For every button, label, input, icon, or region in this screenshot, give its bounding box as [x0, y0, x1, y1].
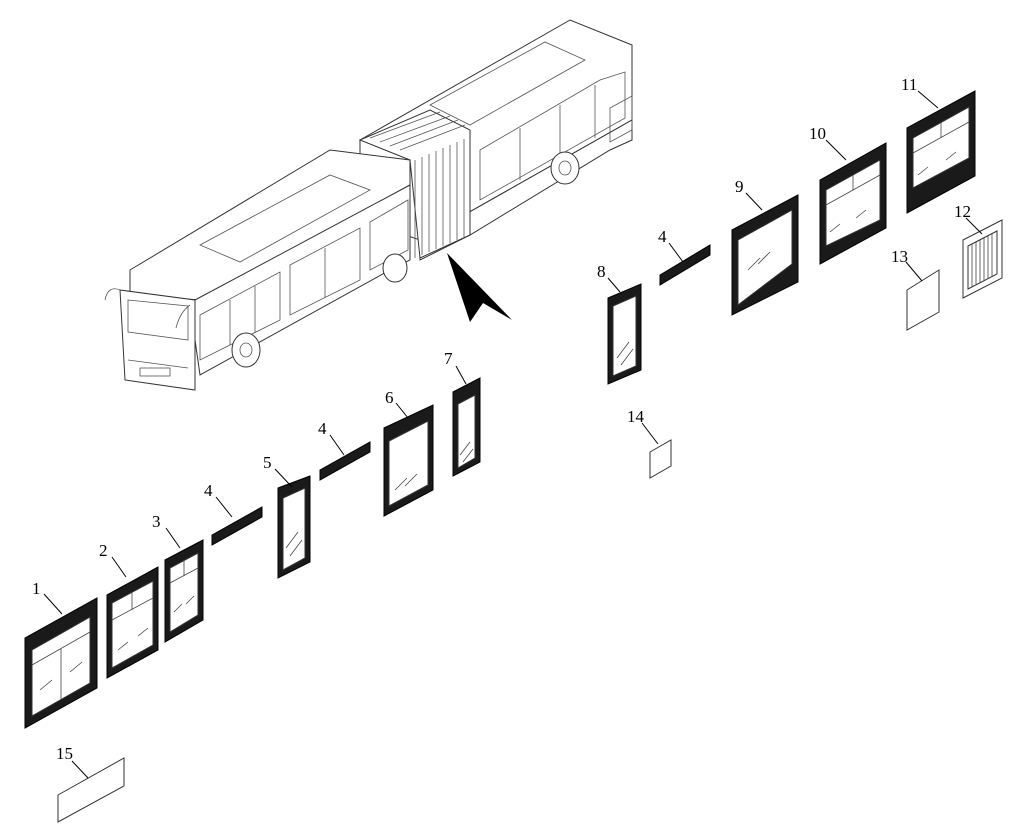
- window-6: [383, 404, 434, 517]
- label-4c: 4: [658, 227, 667, 246]
- window-10: [819, 142, 887, 265]
- window-2: [106, 566, 159, 679]
- label-12: 12: [954, 202, 971, 221]
- panel-13: [906, 269, 940, 331]
- label-5: 5: [263, 453, 272, 472]
- label-3: 3: [152, 512, 161, 531]
- window-7: [452, 377, 481, 477]
- strip-4b: [319, 441, 371, 481]
- label-1: 1: [32, 579, 41, 598]
- window-1: [24, 597, 98, 729]
- label-2: 2: [99, 541, 108, 560]
- label-4a: 4: [204, 481, 213, 500]
- panel-14: [649, 439, 672, 479]
- label-13: 13: [891, 247, 908, 266]
- articulated-bus-illustration: [104, 19, 633, 391]
- label-10: 10: [809, 124, 826, 143]
- label-15: 15: [56, 744, 73, 763]
- leader-lines: [43, 90, 983, 779]
- window-11: [906, 90, 976, 214]
- label-11: 11: [901, 75, 917, 94]
- pointer-arrow: [447, 253, 512, 322]
- label-14: 14: [627, 407, 645, 426]
- strip-4a: [211, 506, 263, 546]
- label-4b: 4: [318, 419, 327, 438]
- part-labels: 1 2 3 4 5 4 6 7 8 4 9 10 11 12 13 14 15: [32, 75, 971, 763]
- label-6: 6: [385, 388, 394, 407]
- window-8: [607, 283, 642, 385]
- label-8: 8: [597, 262, 606, 281]
- panel-15: [57, 757, 125, 823]
- strip-4c: [659, 244, 711, 286]
- grille-12: [962, 219, 1003, 299]
- window-9: [731, 194, 799, 316]
- label-7: 7: [444, 349, 453, 368]
- window-5: [277, 475, 311, 579]
- window-3: [164, 539, 204, 643]
- label-9: 9: [735, 177, 744, 196]
